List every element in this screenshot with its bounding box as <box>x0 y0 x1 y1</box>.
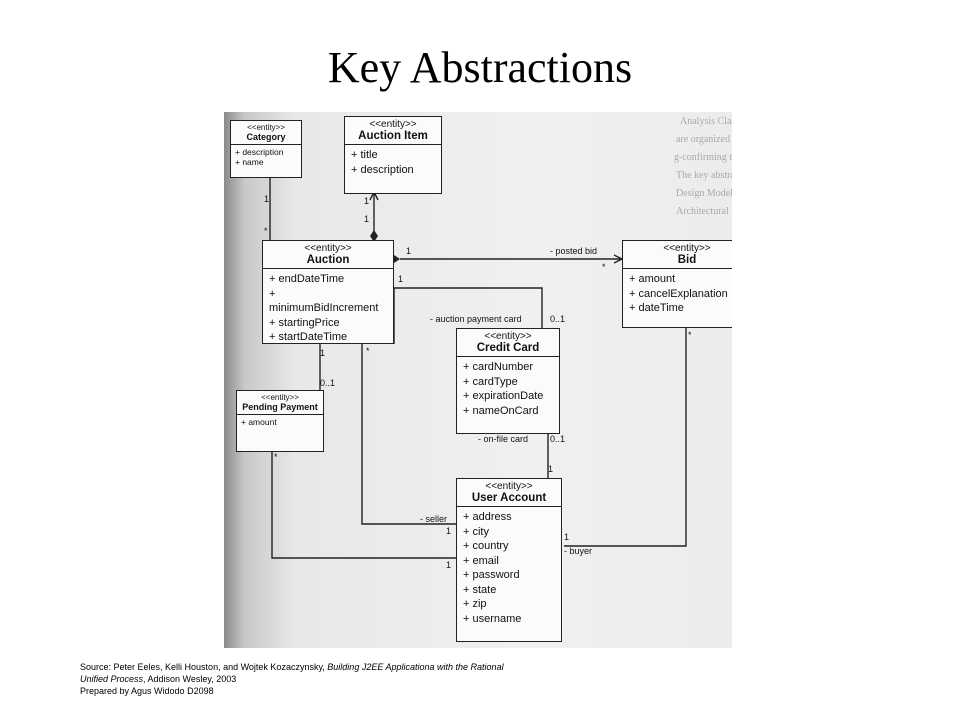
class-credit-card: <<entity>> Credit Card cardNumber cardTy… <box>456 328 560 434</box>
multiplicity: * <box>274 452 278 462</box>
attribute: city <box>463 525 555 540</box>
stereotype-label: <<entity>> <box>663 243 711 254</box>
multiplicity: * <box>688 330 692 340</box>
class-name: Pending Payment <box>237 402 323 415</box>
multiplicity: * <box>366 346 370 356</box>
stereotype-label: <<entity>> <box>484 331 532 342</box>
class-name: User Account <box>457 492 561 507</box>
class-name: Auction Item <box>345 130 441 145</box>
attribute: name <box>235 157 297 167</box>
multiplicity: 1 <box>364 196 370 206</box>
stereotype-label: <<entity>> <box>369 119 417 130</box>
multiplicity: 1 <box>398 274 404 284</box>
multiplicity: 0..1 <box>550 434 566 444</box>
stereotype-label: <<entity>> <box>485 481 533 492</box>
attribute: expirationDate <box>463 389 553 404</box>
class-pending-payment: <<entity>> Pending Payment amount <box>236 390 324 452</box>
association-lines <box>269 174 687 559</box>
background-text: Design Model the <box>676 188 732 199</box>
source-publisher: , Addison Wesley, 2003 <box>143 674 237 684</box>
attribute: address <box>463 510 555 525</box>
attribute: endDateTime <box>269 272 387 287</box>
attribute: password <box>463 568 555 583</box>
multiplicity: * <box>602 262 606 272</box>
multiplicity: 1 <box>446 526 452 536</box>
class-auction: <<entity>> Auction endDateTime minimumBi… <box>262 240 394 344</box>
attribute: description <box>351 163 435 178</box>
attribute: amount <box>629 272 732 287</box>
source-prepared-by: Prepared by Agus Widodo D2098 <box>80 686 214 696</box>
stereotype-label: <<entity>> <box>247 123 285 132</box>
source-book-title-cont: Unified Process <box>80 674 144 684</box>
multiplicity: 0..1 <box>320 378 336 388</box>
background-text: The key abstraction <box>676 170 732 181</box>
background-text: Analysis Classes diagram. <box>680 116 732 127</box>
attribute: cardType <box>463 375 553 390</box>
attribute: dateTime <box>629 301 732 316</box>
attribute: nameOnCard <box>463 404 553 419</box>
attribute: country <box>463 539 555 554</box>
attribute: zip <box>463 597 555 612</box>
class-name: Auction <box>263 254 393 269</box>
role-label-on-file-card: - on-file card <box>478 434 529 444</box>
role-label-auction-payment-card: - auction payment card <box>430 314 522 324</box>
attribute: amount <box>241 417 319 427</box>
class-auction-item: <<entity>> Auction Item title descriptio… <box>344 116 442 194</box>
role-label-seller: - seller <box>420 514 448 524</box>
multiplicity: 1 <box>564 532 570 542</box>
class-name: Category <box>231 132 301 145</box>
role-label-buyer: - buyer <box>564 546 593 556</box>
multiplicity: 0..1 <box>550 314 566 324</box>
class-category: <<entity>> Category description name <box>230 120 302 178</box>
background-text: Architectural Elements <box>676 206 732 217</box>
source-book-title: Building J2EE Applicationa with the Rati… <box>327 662 504 672</box>
multiplicity: 1 <box>264 194 270 204</box>
attribute: username <box>463 612 555 627</box>
multiplicity: 1 <box>548 464 554 474</box>
multiplicity: 1 <box>364 214 370 224</box>
attribute: state <box>463 583 555 598</box>
multiplicity: 1 <box>320 348 326 358</box>
attribute: title <box>351 148 435 163</box>
source-text: Source: Peter Eeles, Kelli Houston, and … <box>80 662 328 672</box>
attribute: minimumBidIncrement <box>269 287 387 316</box>
background-text: g-confirming the Auction Item <box>674 152 732 163</box>
class-name: Bid <box>623 254 732 269</box>
attribute: startDateTime <box>269 330 387 345</box>
attribute: cancelExplanation <box>629 287 732 302</box>
class-bid: <<entity>> Bid amount cancelExplanation … <box>622 240 732 328</box>
attribute: email <box>463 554 555 569</box>
attribute: cardNumber <box>463 360 553 375</box>
multiplicity: 1 <box>446 560 452 570</box>
multiplicity: * <box>264 226 268 236</box>
stereotype-label: <<entity>> <box>304 243 352 254</box>
slide-title: Key Abstractions <box>327 43 633 92</box>
stereotype-label: <<entity>> <box>261 393 299 402</box>
attribute: startingPrice <box>269 316 387 331</box>
scanned-diagram: Analysis Classes diagram. are organized … <box>224 112 732 648</box>
role-label-posted-bid: - posted bid <box>550 246 598 256</box>
source-citation: Source: Peter Eeles, Kelli Houston, and … <box>80 661 504 697</box>
class-name: Credit Card <box>457 342 559 357</box>
class-user-account: <<entity>> User Account address city cou… <box>456 478 562 642</box>
background-text: are organized and the <box>676 134 732 145</box>
attribute: description <box>235 147 297 157</box>
multiplicity: 1 <box>406 246 412 256</box>
